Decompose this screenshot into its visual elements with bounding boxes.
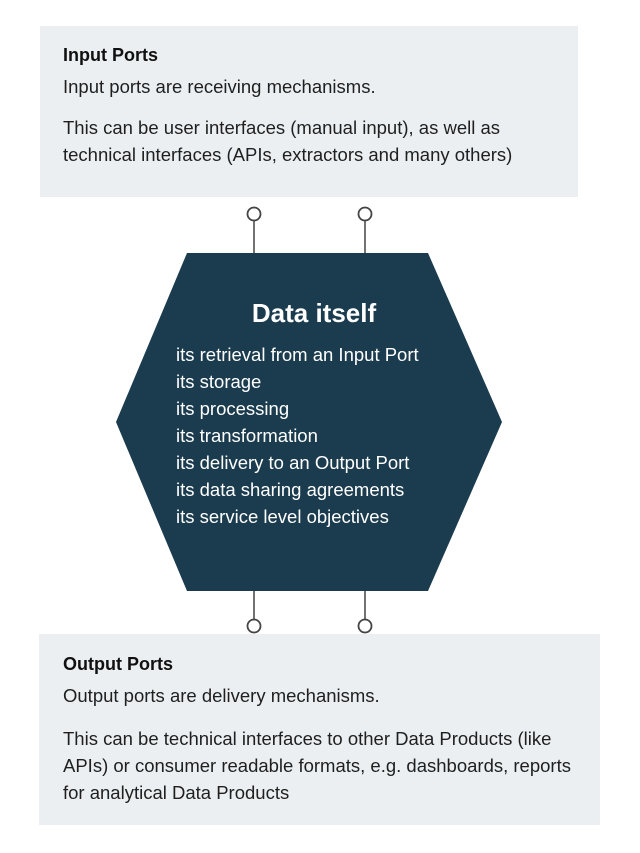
output-port-icon-left [246,618,262,634]
core-item-sharing-agreements: its data sharing agreements [176,479,405,500]
output-ports-description: Output ports are delivery mechanisms. [63,685,380,706]
core-item-delivery: its delivery to an Output Port [176,452,410,473]
core-item-storage: its storage [176,371,262,392]
hexagon-shape [116,253,502,591]
input-port-icon-right [357,206,373,222]
core-responsibilities-list: its retrieval from an Input Port its sto… [176,341,419,530]
input-ports-title: Input Ports [63,45,158,65]
output-ports-panel: Output Ports Output ports are delivery m… [39,634,600,825]
data-hexagon [116,253,502,591]
data-product-core: Data itself its retrieval from an Input … [116,253,502,591]
input-ports-panel: Input Ports Input ports are receiving me… [40,26,578,197]
input-ports-details: This can be user interfaces (manual inpu… [63,117,513,165]
core-item-transformation: its transformation [176,425,318,446]
hexagon-content: Data itself its retrieval from an Input … [116,253,502,591]
core-item-slo: its service level objectives [176,506,389,527]
output-port-icon-right [357,618,373,634]
output-ports-title: Output Ports [63,654,173,674]
core-item-retrieval: its retrieval from an Input Port [176,344,419,365]
core-item-processing: its processing [176,398,290,419]
core-title: Data itself [251,298,377,328]
input-ports-description: Input ports are receiving mechanisms. [63,76,376,97]
input-port-icon-left [246,206,262,222]
output-ports-details: This can be technical interfaces to othe… [63,728,571,803]
